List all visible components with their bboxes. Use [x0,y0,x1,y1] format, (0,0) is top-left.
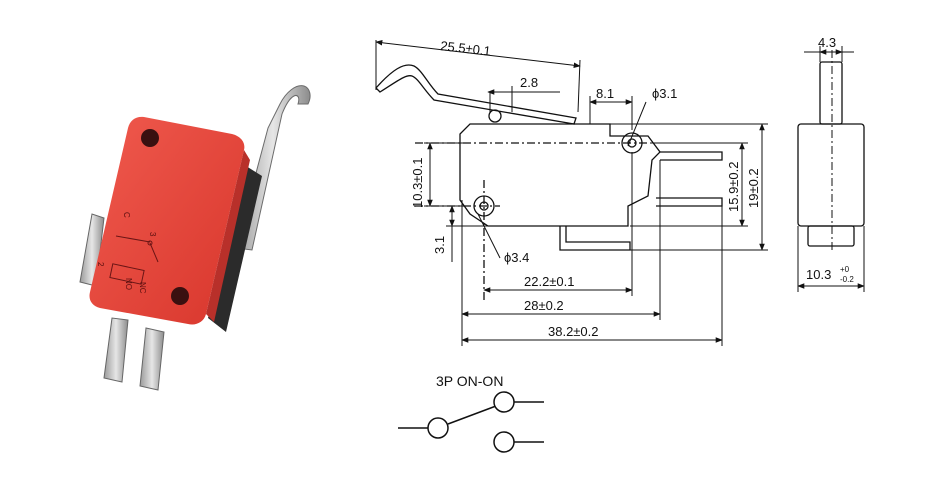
dim-lever-offset: 2.8 [520,75,538,90]
terminal-nc [139,327,165,391]
side-base [807,225,855,247]
schematic-on-terminal-2 [493,431,515,453]
front-terminal-3 [559,226,631,251]
dim-body-width-tol-lower: -0.2 [840,275,854,284]
dim-hole-spacing: 22.2±0.1 [524,274,575,289]
marking-nc: NC [138,282,147,294]
switch-base [208,166,262,332]
dim-body-width-tol-upper: +0 [840,265,850,274]
dim-mount-hole: ϕ3.1 [652,86,677,101]
micro-switch-photo: NC NO C 3 2 [79,85,311,391]
schematic-label: 3P ON-ON [436,373,503,389]
marking-c: C [122,212,131,218]
front-view-dimensions [375,39,768,346]
switch-body [89,116,245,325]
schematic-common-terminal [427,417,449,439]
side-view-drawing [797,50,865,250]
mount-hole-top [141,129,159,147]
switch-markings [109,235,159,285]
dim-body-height: 19±0.2 [746,168,761,208]
mount-hole-bottom [171,287,189,305]
side-body [797,123,865,227]
dim-body-width: 10.3 [806,267,831,282]
front-terminal-2 [656,197,723,207]
dim-plunger-width: 4.3 [818,35,836,50]
schematic-on-terminal-1 [493,391,515,413]
side-plunger [819,61,843,125]
terminal-no [103,317,129,383]
dim-pivot-offset: 8.1 [596,86,614,101]
side-view-dimensions [797,46,865,292]
switch-lever [235,85,311,251]
dim-lower-hole: ϕ3.4 [504,250,529,265]
front-lever [375,64,577,125]
front-terminal-1 [660,151,723,161]
schematic-symbol [398,391,544,453]
dim-hole-bottom: 3.1 [432,236,447,254]
marking-code2: 2 [96,262,105,267]
dim-lever-length: 25.5±0.1 [440,38,492,59]
dim-terminal-height: 15.9±0.2 [726,161,741,212]
marking-code1: 3 [148,232,157,237]
dim-overall-length: 38.2±0.2 [548,324,599,339]
marking-no: NO [124,278,133,290]
dim-hole-height: 10.3±0.1 [410,157,425,208]
dim-body-length: 28±0.2 [524,298,564,313]
